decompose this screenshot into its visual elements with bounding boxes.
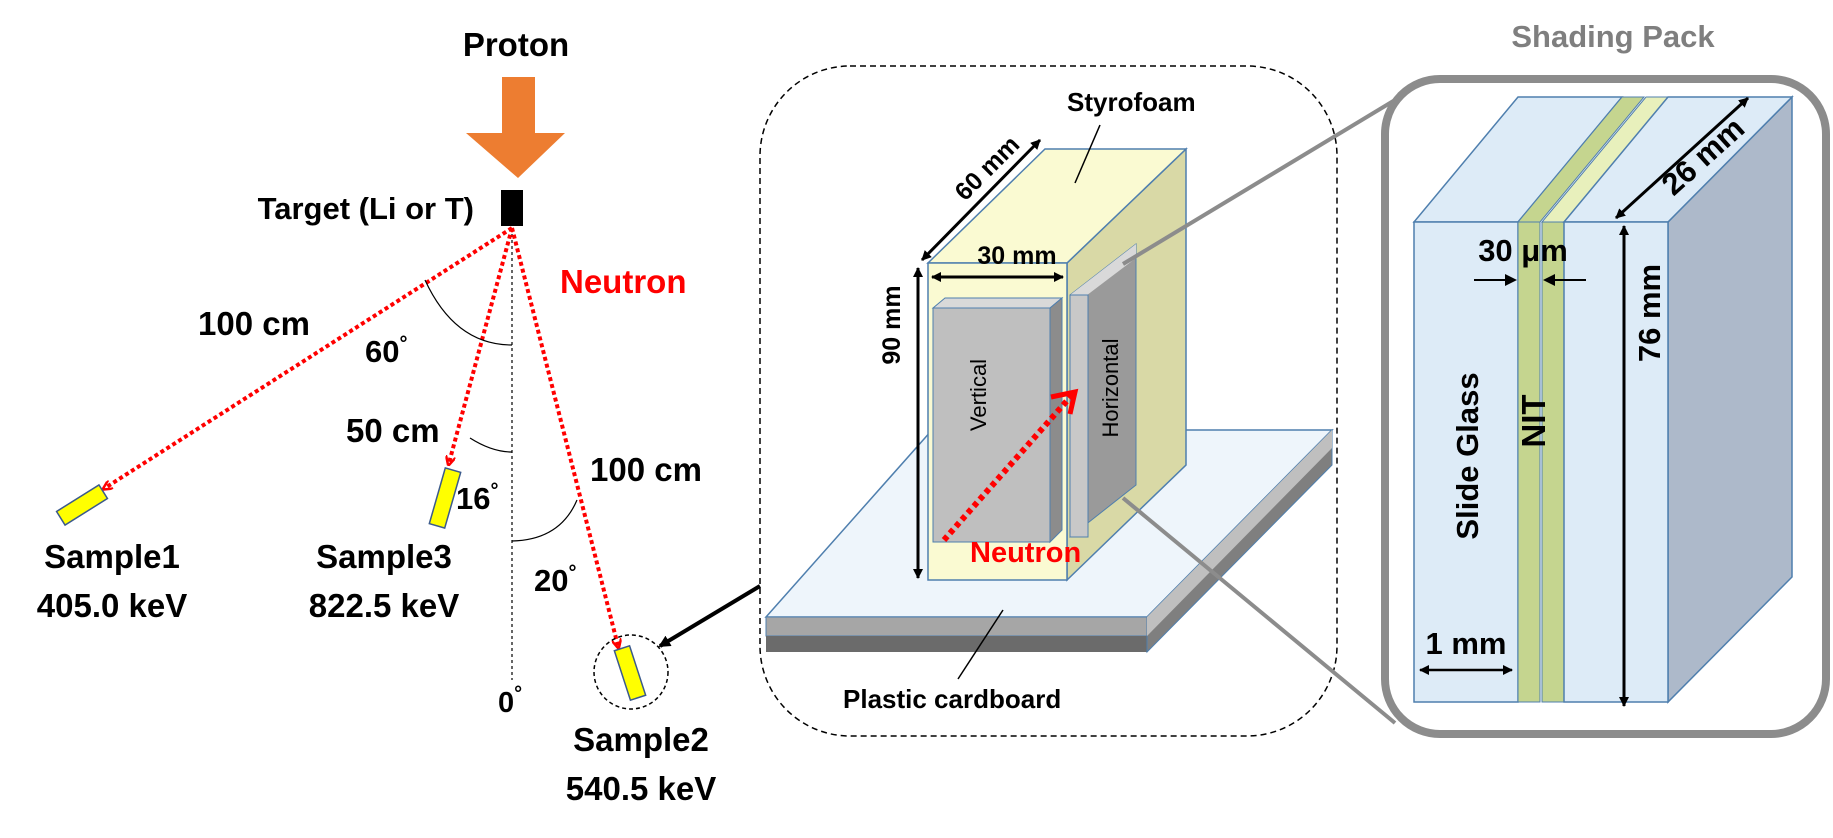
styrofoam-callout-line	[1074, 124, 1101, 184]
horizontal-detector	[1069, 294, 1089, 538]
sample1-name: Sample1	[44, 538, 180, 575]
setup-panel: Vertical Horizontal Neutron 60 mm 30 mm …	[759, 65, 1338, 737]
styrofoam-label: Styrofoam	[1067, 87, 1196, 117]
slide-glass-back	[1563, 221, 1669, 703]
dimension-30um: 30 μm	[1478, 233, 1568, 268]
zoom-line-bottom	[1121, 496, 1397, 725]
sample1-icon	[55, 483, 109, 527]
dimension-76mm: 76 mm	[1632, 264, 1667, 362]
sample2-icon	[613, 644, 647, 702]
vertical-detector-top	[931, 297, 1064, 309]
dimension-60mm-arrow	[920, 138, 1042, 262]
sample3-name: Sample3	[316, 538, 452, 575]
sample2-highlight-circle	[593, 634, 669, 710]
neutron-path-sample1	[105, 226, 514, 488]
angle-arc-16	[469, 437, 513, 453]
setup-panel-frame	[759, 65, 1338, 737]
sample2-energy: 540.5 keV	[566, 770, 716, 807]
cardboard-side-light	[1147, 430, 1332, 636]
vertical-detector	[932, 307, 1051, 543]
distance-label-sample1: 100 cm	[198, 305, 310, 342]
sample1-energy: 405.0 keV	[37, 587, 187, 624]
angle-label-16: 16°	[456, 480, 498, 516]
proton-label: Proton	[463, 26, 569, 63]
geometry-panel: Proton Target (Li or T) Neutron 0° 100 c…	[37, 26, 762, 807]
cardboard-front	[765, 616, 1148, 637]
dimension-1mm: 1 mm	[1426, 626, 1507, 661]
cardboard-front-dark	[766, 636, 1147, 652]
dimension-90mm: 90 mm	[878, 285, 906, 364]
cardboard-label: Plastic cardboard	[843, 684, 1061, 714]
shading-pack-panel: Shading Pack Slide Glass NIT 26 mm 30 μm…	[1381, 19, 1830, 738]
nit-label: NIT	[1515, 394, 1552, 447]
angle-arc-20	[511, 499, 578, 542]
zoom-arrow	[658, 584, 762, 648]
neutron-path-sample3	[449, 227, 514, 463]
angle-arc-60	[424, 279, 513, 346]
vertical-detector-side	[1049, 296, 1063, 544]
horizontal-label: Horizontal	[1098, 338, 1123, 437]
vertical-label: Vertical	[966, 359, 991, 431]
slide-glass-front	[1413, 221, 1519, 703]
nit-layer2	[1541, 221, 1565, 703]
proton-arrow	[466, 77, 565, 178]
target-label: Target (Li or T)	[258, 191, 474, 226]
angle-label-20: 20°	[534, 562, 576, 598]
distance-label-sample3: 50 cm	[346, 412, 440, 449]
zoom-line-top	[1121, 98, 1397, 266]
neutron-label-setup: Neutron	[970, 537, 1081, 569]
zero-degree-label: 0°	[498, 683, 522, 719]
sample3-energy: 822.5 keV	[309, 587, 459, 624]
dimension-26mm-arrow	[1614, 96, 1750, 220]
neutron-label: Neutron	[560, 263, 687, 300]
sample3-icon	[428, 466, 462, 530]
nit-layer	[1517, 221, 1541, 703]
angle-label-60: 60°	[365, 333, 407, 369]
neutron-path-sample2	[510, 227, 618, 646]
neutron-arrow-head	[1050, 388, 1079, 415]
sample2-name: Sample2	[573, 721, 709, 758]
shading-pack-title: Shading Pack	[1511, 19, 1715, 54]
cardboard-callout-line	[957, 609, 1004, 680]
target-block	[501, 190, 523, 226]
dimension-30mm: 30 mm	[977, 242, 1056, 270]
slide-glass-label: Slide Glass	[1450, 372, 1485, 539]
horizontal-detector-top	[1070, 244, 1136, 308]
distance-label-sample2: 100 cm	[590, 451, 702, 488]
